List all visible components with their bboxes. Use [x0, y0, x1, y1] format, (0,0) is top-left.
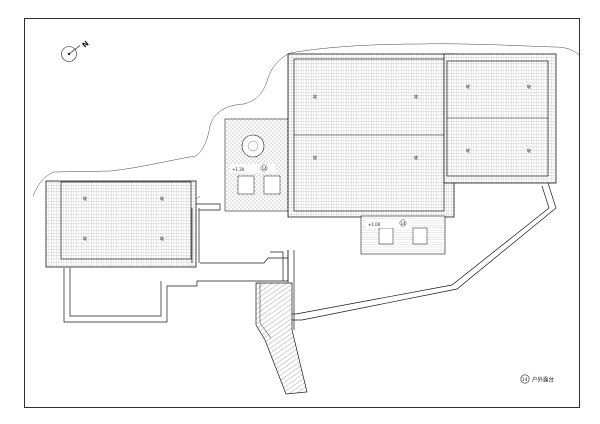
legend-text: 户外露台	[532, 376, 555, 384]
roof-mark: 坡	[527, 83, 531, 89]
west-pavilion-roof	[45, 180, 197, 268]
main-hall-roof	[287, 53, 455, 218]
legend: 14 户外露台	[520, 374, 555, 384]
roof-mark: 坡	[313, 154, 317, 160]
east-wing-roof	[443, 53, 557, 184]
roof-mark: 坡	[414, 93, 418, 99]
sheet-frame	[24, 18, 580, 408]
roof-mark: 坡	[527, 147, 531, 153]
roof-mark: 坡	[83, 195, 87, 201]
terrace-number-courtyard: 14	[262, 166, 268, 171]
paved-courtyard: +1.30 14	[224, 118, 289, 212]
roof-mark: 坡	[414, 154, 418, 160]
north-label: N	[81, 39, 91, 49]
roof-mark: 坡	[83, 235, 87, 241]
legend-number: 14	[522, 377, 528, 383]
roof-slope-marks: 坡 坡 坡 坡 坡 坡 坡 坡 坡 坡 坡 坡	[83, 83, 531, 241]
terrace-number-deck: 14	[401, 221, 407, 226]
roof-mark: 坡	[466, 83, 470, 89]
elevation-tag-courtyard: +1.30	[232, 167, 245, 172]
roof-mark: 坡	[160, 235, 164, 241]
wooden-deck: +1.00 14	[360, 215, 446, 255]
roof-mark: 坡	[466, 147, 470, 153]
east-walkway	[292, 182, 557, 321]
roof-mark: 坡	[160, 195, 164, 201]
staircase	[255, 282, 308, 395]
north-arrow-icon: N	[61, 39, 91, 62]
roof-mark: 坡	[313, 93, 317, 99]
west-courtyard-walls	[63, 203, 289, 323]
elevation-tag-deck: +1.00	[368, 222, 381, 227]
